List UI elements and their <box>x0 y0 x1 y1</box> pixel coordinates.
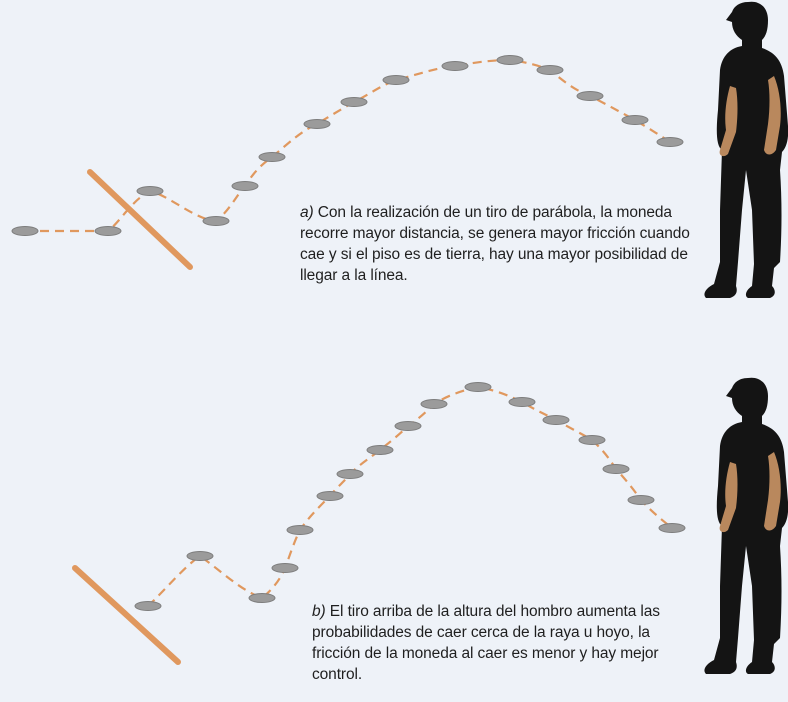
coin-icon <box>303 119 331 129</box>
caption-a-label: a) <box>300 204 314 221</box>
coin-icon <box>508 397 536 407</box>
caption-a: a) Con la realización de un tiro de pará… <box>300 202 710 286</box>
coin-icon <box>621 115 649 125</box>
coin-icon <box>578 435 606 445</box>
coin-icon <box>258 152 286 162</box>
coin-icon <box>464 382 492 392</box>
person-silhouette-icon <box>704 1 788 298</box>
coin-icon <box>542 415 570 425</box>
coin-icon <box>658 523 686 533</box>
person-silhouette-icon <box>704 377 788 674</box>
panel-a <box>11 1 788 298</box>
coin-icon <box>134 601 162 611</box>
coin-icon <box>382 75 410 85</box>
coin-icon <box>286 525 314 535</box>
coin-icon <box>420 399 448 409</box>
coins-b <box>134 382 686 611</box>
caption-b-text: El tiro arriba de la altura del hombro a… <box>312 603 660 683</box>
coin-icon <box>136 186 164 196</box>
coin-icon <box>536 65 564 75</box>
coin-icon <box>248 593 276 603</box>
panel-b <box>72 377 788 674</box>
coin-icon <box>394 421 422 431</box>
coin-icon <box>94 226 122 236</box>
coin-icon <box>316 491 344 501</box>
caption-b: b) El tiro arriba de la altura del hombr… <box>312 601 672 685</box>
coin-icon <box>202 216 230 226</box>
coin-icon <box>11 226 39 236</box>
coin-icon <box>336 469 364 479</box>
coin-icon <box>627 495 655 505</box>
coin-icon <box>340 97 368 107</box>
coin-icon <box>602 464 630 474</box>
coin-icon <box>231 181 259 191</box>
coin-icon <box>576 91 604 101</box>
coin-icon <box>656 137 684 147</box>
coin-icon <box>441 61 469 71</box>
coin-icon <box>496 55 524 65</box>
stick-a <box>87 169 193 270</box>
coin-icon <box>366 445 394 455</box>
coin-icon <box>186 551 214 561</box>
trajectory-b <box>147 385 673 607</box>
coins-a <box>11 55 684 236</box>
coin-icon <box>271 563 299 573</box>
stick-b <box>72 565 181 665</box>
caption-a-text: Con la realización de un tiro de parábol… <box>300 204 690 284</box>
caption-b-label: b) <box>312 603 326 620</box>
